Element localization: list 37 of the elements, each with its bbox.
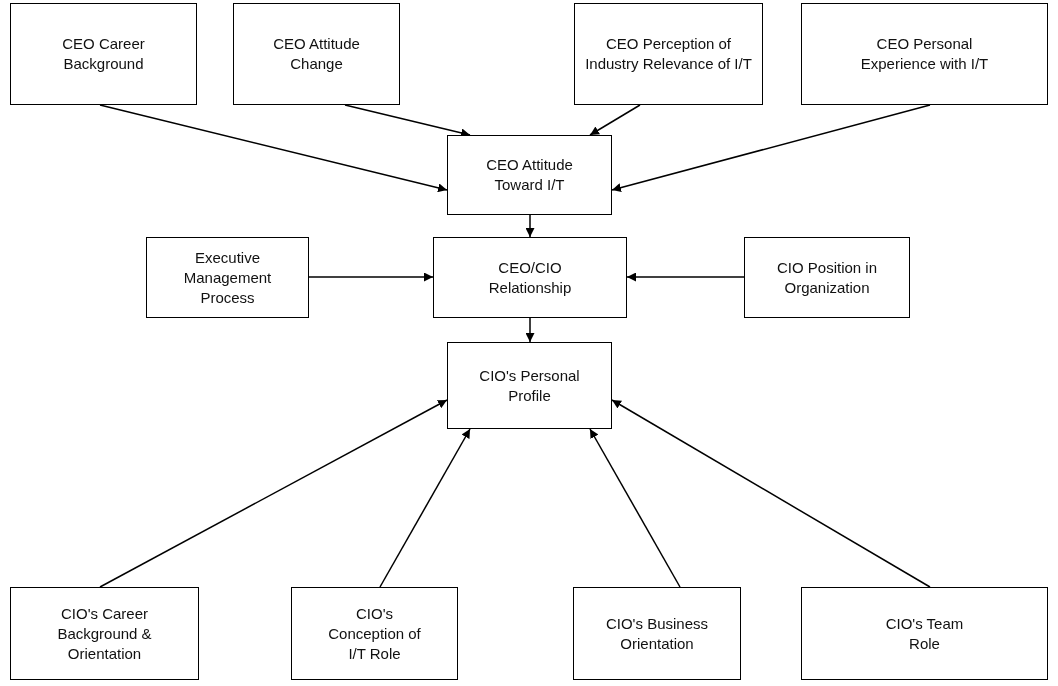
process-box bbox=[233, 3, 400, 105]
box-label: CEO Attitude Toward I/T bbox=[485, 155, 574, 195]
arrow bbox=[99, 104, 448, 193]
arrow bbox=[611, 399, 931, 588]
arrow bbox=[308, 272, 434, 282]
arrow bbox=[611, 104, 931, 192]
box-label: CIO Position in Organization bbox=[775, 257, 878, 298]
arrow bbox=[589, 428, 681, 588]
process-box bbox=[291, 587, 458, 680]
process-box bbox=[573, 587, 741, 680]
process-box bbox=[447, 342, 612, 429]
box-label: CEO Attitude Change bbox=[272, 34, 361, 74]
arrow bbox=[626, 272, 745, 282]
arrow bbox=[99, 399, 448, 588]
box-label: CIO's Personal Profile bbox=[478, 365, 581, 406]
process-box bbox=[801, 587, 1048, 680]
process-box bbox=[574, 3, 763, 105]
box-label: CEO/CIO Relationship bbox=[487, 257, 573, 298]
box-label: Executive Management Process bbox=[182, 247, 273, 308]
box-label: CIO's Business Orientation bbox=[604, 613, 710, 654]
process-box bbox=[433, 237, 627, 318]
arrow bbox=[379, 428, 471, 588]
box-label: CIO's Team Role bbox=[884, 613, 965, 654]
process-box bbox=[744, 237, 910, 318]
box-label: CEO Career Background bbox=[61, 34, 146, 74]
box-label: CEO Personal Experience with I/T bbox=[859, 34, 990, 74]
process-box bbox=[10, 3, 197, 105]
arrow bbox=[525, 214, 535, 238]
process-box bbox=[146, 237, 309, 318]
process-box bbox=[801, 3, 1048, 105]
box-label: CEO Perception of Industry Relevance of I/T bbox=[584, 34, 753, 74]
process-box bbox=[447, 135, 612, 215]
arrow bbox=[589, 104, 641, 136]
arrow bbox=[525, 317, 535, 343]
box-label: CIO's Conception of I/T Role bbox=[327, 603, 422, 664]
process-box bbox=[10, 587, 199, 680]
box-label: CIO's Career Background & Orientation bbox=[56, 603, 153, 664]
